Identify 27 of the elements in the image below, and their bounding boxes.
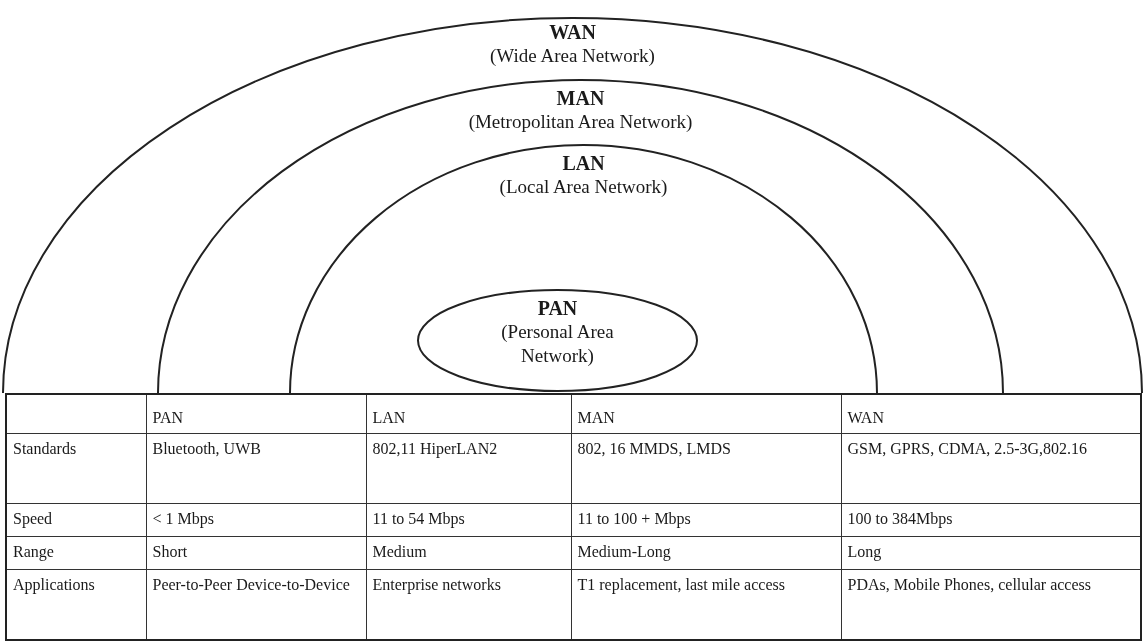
table-value: < 1 Mbps <box>146 503 366 536</box>
row-heading: Standards <box>6 433 146 503</box>
coverage-arc <box>290 145 877 393</box>
column-heading: PAN <box>146 394 366 433</box>
coverage-arc <box>158 80 1003 393</box>
coverage-arc <box>3 18 1142 393</box>
network-full-name: (Personal Area Network) <box>500 320 615 368</box>
table-value: 802, 16 MMDS, LMDS <box>571 433 841 503</box>
network-name: PAN <box>537 296 578 320</box>
row-heading: Speed <box>6 503 146 536</box>
table-value: 11 to 54 Mbps <box>366 503 571 536</box>
table-value: Medium-Long <box>571 536 841 569</box>
network-name: LAN <box>562 151 605 175</box>
row-heading: Range <box>6 536 146 569</box>
network-full-name: (Wide Area Network) <box>490 44 655 68</box>
table-value: Medium <box>366 536 571 569</box>
table-value: Bluetooth, UWB <box>146 433 366 503</box>
network-name: WAN <box>549 20 596 44</box>
column-heading: LAN <box>366 394 571 433</box>
network-full-name: (Local Area Network) <box>499 175 668 199</box>
network-full-name: (Metropolitan Area Network) <box>468 110 693 134</box>
network-name: MAN <box>556 86 605 110</box>
table-value: 11 to 100 + Mbps <box>571 503 841 536</box>
coverage-ellipse <box>418 290 697 391</box>
table-value: Short <box>146 536 366 569</box>
table-value: 802,11 HiperLAN2 <box>366 433 571 503</box>
column-heading: MAN <box>571 394 841 433</box>
